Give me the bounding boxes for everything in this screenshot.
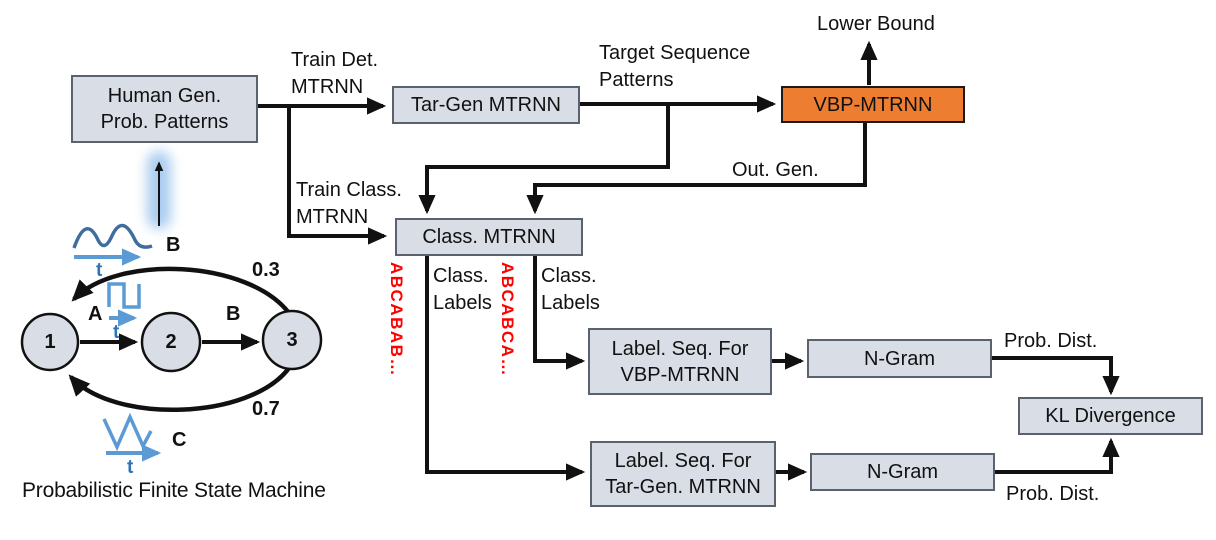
arrow-classmtrnn-to-labelseq-vbp [533,256,586,370]
fsm-state-2-circle [140,311,202,373]
fsm-label-prob-07: 0.7 [252,398,280,420]
label-lower-bound: Lower Bound [817,13,935,35]
arrow-ngramtop-to-kl [992,356,1120,396]
arrow-ngrambottom-to-kl [995,437,1120,474]
label-prob-dist-top: Prob. Dist. [1004,330,1098,352]
fsm-state-1-label: 1 [44,330,56,353]
arrow-humangen-to-classmtrnn [287,106,388,245]
fsm-caption: Probabilistic Finite State Machine [22,479,326,502]
label-sequence-right: ABCABCA… [498,262,517,377]
node-tar-gen-mtrnn: Tar-Gen MTRNN [392,86,580,124]
sine-wave-icon [72,223,153,266]
fsm-curve-3-to-1-top [71,266,291,315]
square-wave-icon [107,282,141,327]
node-kl-divergence: KL Divergence [1018,397,1203,435]
fsm-label-c: C [172,429,187,451]
fsm-state-1-circle [20,312,80,372]
label-train-det-mtrnn: Train Det. MTRNN [291,49,379,98]
time-label-triangle: t [127,457,134,478]
node-ngram-top: N-Gram [807,339,992,378]
fsm-label-b-top: B [166,234,181,256]
label-out-gen: Out. Gen. [732,159,819,181]
arrow-classmtrnn-to-labelseq-targen [425,256,586,481]
time-label-sine: t [96,260,103,281]
node-vbp-mtrnn: VBP-MTRNN [781,86,965,123]
label-prob-dist-bottom: Prob. Dist. [1006,483,1100,505]
label-class-labels-left: Class. Labels [433,265,492,314]
node-label-seq-targen: Label. Seq. For Tar-Gen. MTRNN [590,441,776,507]
arrow-outgen-to-classmtrnn [526,123,867,215]
fsm-state-3-label: 3 [286,328,298,351]
node-class-mtrnn: Class. MTRNN [395,218,583,256]
fsm-label-a: A [88,303,103,325]
time-label-square: t [113,322,120,343]
fsm-state-3-circle [261,309,323,371]
node-label-seq-vbp: Label. Seq. For VBP-MTRNN [588,328,772,395]
fsm-curve-3-to-1-bottom [68,366,291,413]
triangle-wave-icon [102,412,162,462]
arrow-targetseq-to-classmtrnn [418,104,670,215]
label-target-sequence-patterns: Target Sequence Patterns [599,42,751,91]
node-ngram-bottom: N-Gram [810,453,995,491]
fsm-label-b-mid: B [226,303,241,325]
label-train-class-mtrnn: Train Class. MTRNN [296,179,402,228]
node-human-gen-prob-patterns: Human Gen. Prob. Patterns [71,75,258,143]
label-sequence-left: ABCABAB… [387,262,406,377]
fsm-label-prob-03: 0.3 [252,259,280,281]
label-class-labels-right: Class. Labels [541,265,600,314]
fsm-state-2-label: 2 [165,330,177,353]
